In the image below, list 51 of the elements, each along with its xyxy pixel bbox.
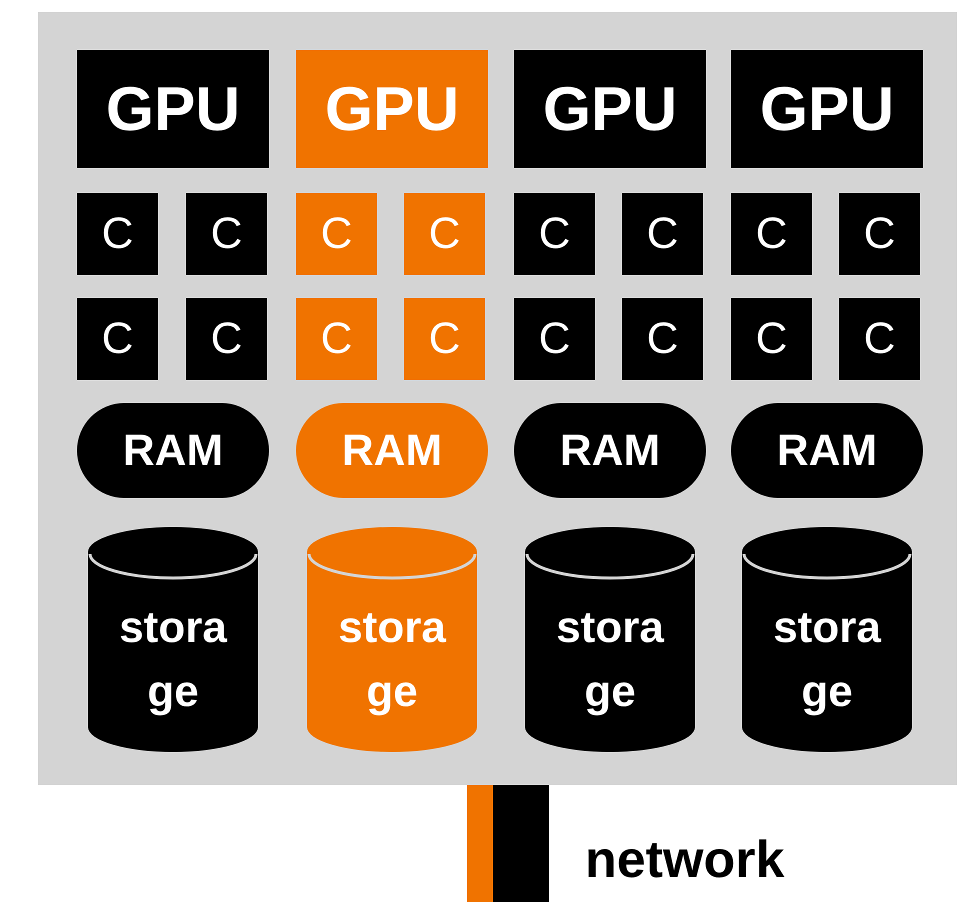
component-label: RAM xyxy=(342,426,442,476)
core-label: C xyxy=(428,209,460,259)
core-label: C xyxy=(210,209,242,259)
core-box xyxy=(77,193,158,275)
core-box xyxy=(731,193,812,275)
core-label: C xyxy=(320,209,352,259)
component-label: GPU xyxy=(542,74,678,144)
server-panel xyxy=(38,12,957,785)
core-label: C xyxy=(102,314,134,364)
component-label: GPU xyxy=(324,74,460,144)
core-box xyxy=(404,298,485,380)
gpu-box xyxy=(77,50,269,168)
core-box xyxy=(731,298,812,380)
core-box xyxy=(514,298,595,380)
core-label: C xyxy=(756,314,788,364)
core-box xyxy=(622,193,703,275)
core-label: C xyxy=(538,209,570,259)
core-box xyxy=(622,298,703,380)
core-box xyxy=(839,298,920,380)
core-box xyxy=(186,298,267,380)
core-label: C xyxy=(320,314,352,364)
core-label: C xyxy=(428,314,460,364)
core-box xyxy=(77,298,158,380)
component-label: storage xyxy=(772,602,882,718)
core-label: C xyxy=(646,209,678,259)
component-label: storage xyxy=(118,602,228,718)
core-box xyxy=(296,298,377,380)
core-label: C xyxy=(864,314,896,364)
component-label: RAM xyxy=(776,426,878,476)
component-label: storage xyxy=(337,602,448,718)
network-cable xyxy=(467,785,549,902)
component-label: RAM xyxy=(122,426,224,476)
core-box xyxy=(404,193,485,275)
core-label: C xyxy=(210,314,242,364)
gpu-box xyxy=(296,50,488,168)
core-label: C xyxy=(864,209,896,259)
core-box xyxy=(514,193,595,275)
core-box xyxy=(186,193,267,275)
gpu-box xyxy=(514,50,706,168)
core-box xyxy=(296,193,377,275)
core-label: C xyxy=(102,209,134,259)
core-box xyxy=(839,193,920,275)
component-label: GPU xyxy=(106,74,240,144)
gpu-box xyxy=(731,50,923,168)
component-label: storage xyxy=(555,602,666,718)
component-label: GPU xyxy=(760,74,894,144)
component-label: RAM xyxy=(560,426,660,476)
network-label: network xyxy=(585,830,784,890)
core-label: C xyxy=(538,314,570,364)
core-label: C xyxy=(756,209,788,259)
core-label: C xyxy=(646,314,678,364)
